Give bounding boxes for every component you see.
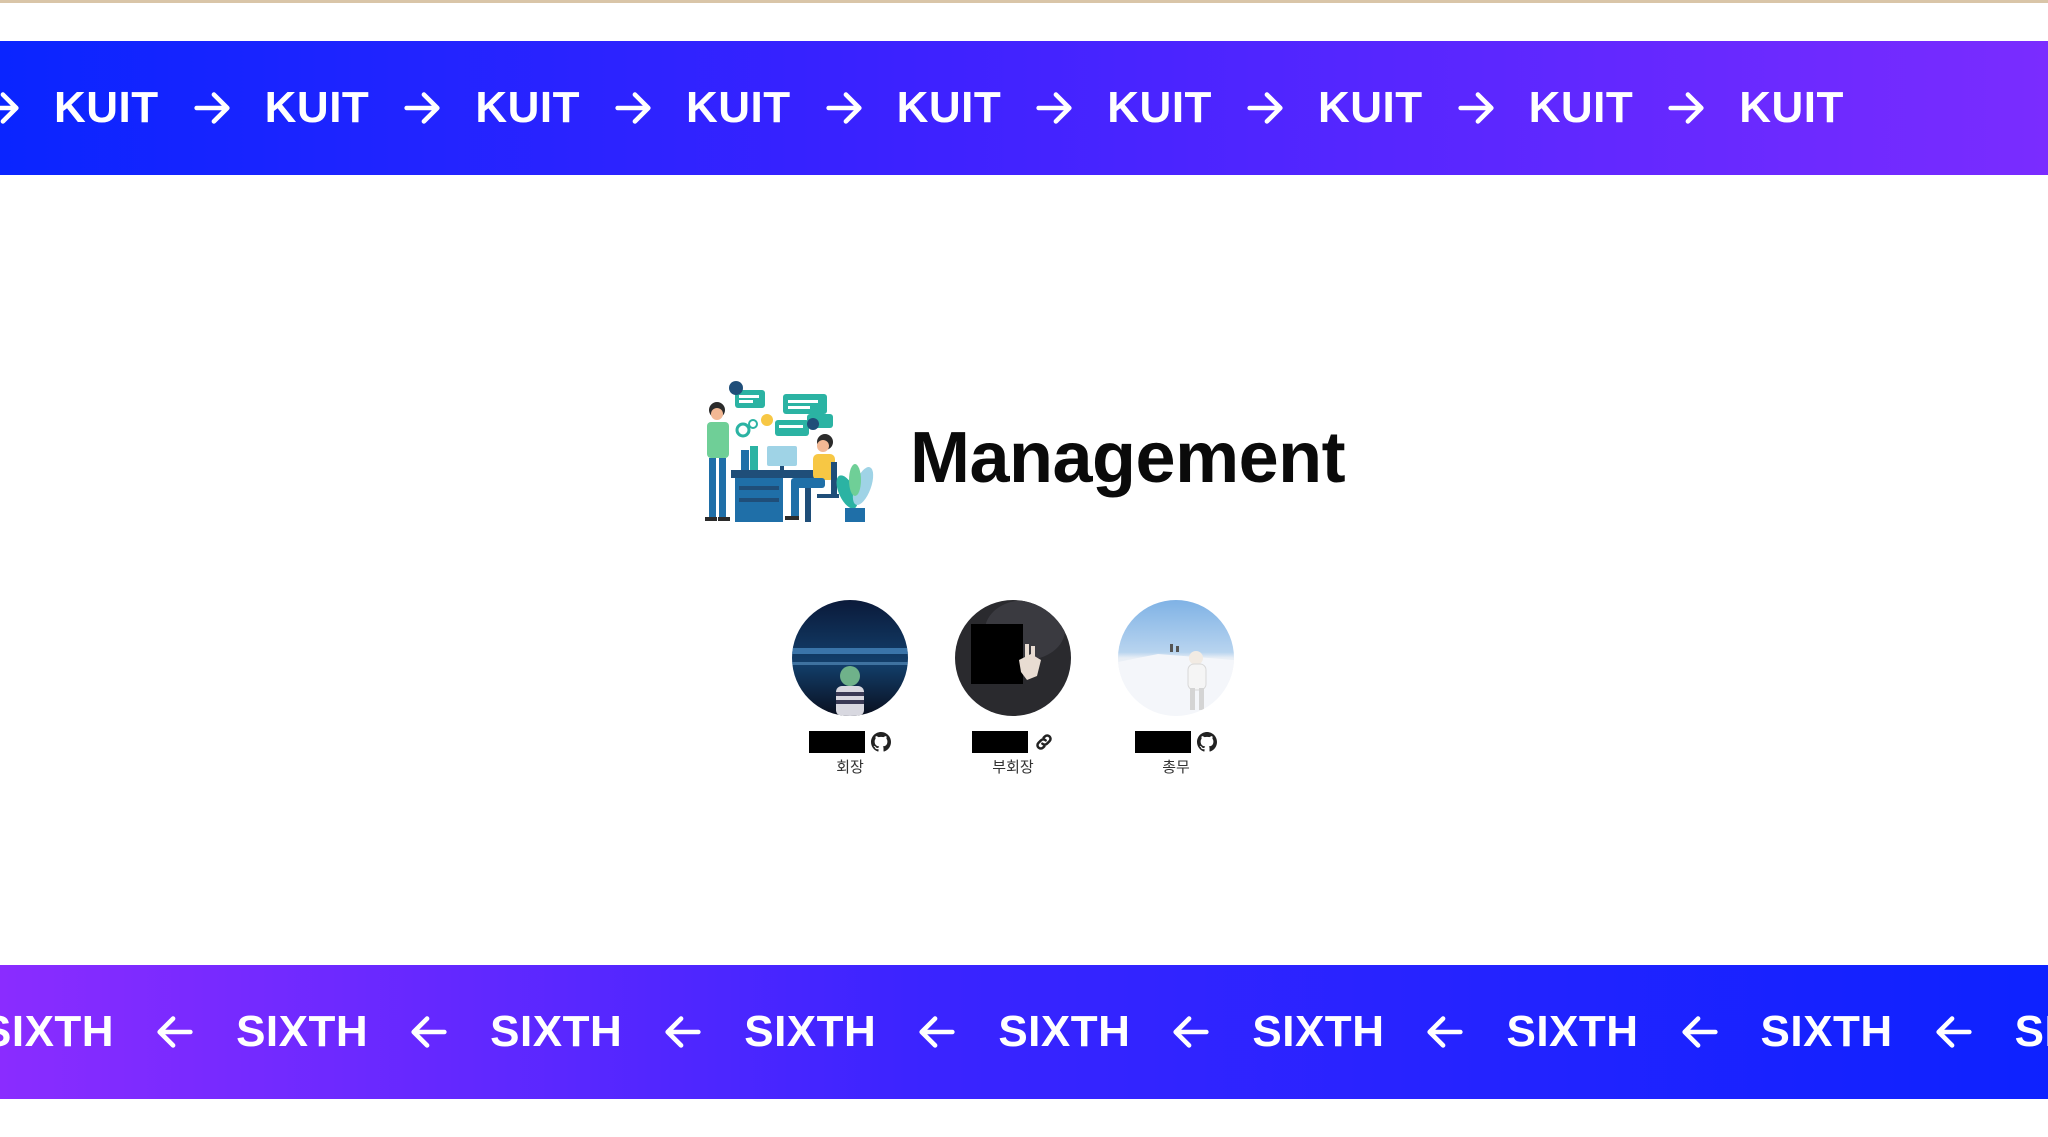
arrow-left-icon bbox=[1422, 1009, 1468, 1055]
arrow-left-icon bbox=[914, 1009, 960, 1055]
member-card: 총무 bbox=[1096, 600, 1256, 780]
marquee-word: SIXTH bbox=[2014, 1007, 2048, 1056]
marquee-word: KUIT bbox=[264, 83, 370, 132]
member-list: 회장 부회장 bbox=[770, 600, 1270, 780]
section-title: Management bbox=[910, 418, 1346, 498]
member-name-redacted bbox=[809, 731, 865, 753]
arrow-right-icon bbox=[189, 85, 235, 131]
marquee-top-banner: KUIT KUIT KUIT KUIT KUIT KUIT KUIT KUIT KUIT bbox=[0, 41, 2048, 175]
marquee-word: KUIT bbox=[475, 83, 580, 132]
arrow-left-icon bbox=[406, 1009, 452, 1055]
arrow-left-icon bbox=[1168, 1009, 1214, 1055]
arrow-right-icon bbox=[0, 85, 24, 131]
member-role: 총무 bbox=[1162, 758, 1190, 776]
member-name-row bbox=[1135, 730, 1217, 754]
marquee-word: KUIT bbox=[896, 83, 1002, 132]
github-icon[interactable] bbox=[1197, 732, 1217, 752]
member-role: 회장 bbox=[836, 758, 864, 776]
marquee-word: KUIT bbox=[1317, 83, 1423, 132]
arrow-right-icon bbox=[1663, 85, 1709, 131]
arrow-right-icon bbox=[399, 85, 445, 131]
member-name-row bbox=[809, 730, 891, 754]
arrow-left-icon bbox=[660, 1009, 706, 1055]
team-meeting-illustration bbox=[695, 380, 880, 540]
marquee-top-track: KUIT KUIT KUIT KUIT KUIT KUIT KUIT KUIT KUIT bbox=[0, 41, 1844, 175]
marquee-word: SIXTH bbox=[1760, 1007, 1893, 1056]
marquee-word: KUIT bbox=[1528, 83, 1634, 132]
marquee-bottom-banner: SIXTH SIXTH SIXTH SIXTH SIXTH SIXTH SIXTH SIXTH… bbox=[0, 965, 2048, 1099]
member-avatar[interactable] bbox=[792, 600, 908, 716]
marquee-word: SIXTH bbox=[1252, 1007, 1385, 1056]
window-top-edge bbox=[0, 0, 2048, 3]
marquee-word: SIXTH bbox=[490, 1007, 623, 1056]
arrow-right-icon bbox=[1453, 85, 1499, 131]
github-icon[interactable] bbox=[871, 732, 891, 752]
marquee-word: SIXTH bbox=[744, 1007, 877, 1056]
arrow-right-icon bbox=[821, 85, 867, 131]
member-name-redacted bbox=[1135, 731, 1191, 753]
member-name-redacted bbox=[972, 731, 1028, 753]
arrow-right-icon bbox=[1242, 85, 1288, 131]
marquee-word: SIXTH bbox=[1506, 1007, 1639, 1056]
marquee-word: SIXTH bbox=[236, 1007, 369, 1056]
marquee-word: KUIT bbox=[685, 83, 791, 132]
marquee-word: SIXTH bbox=[998, 1007, 1131, 1056]
member-card: 회장 bbox=[770, 600, 930, 780]
arrow-left-icon bbox=[1677, 1009, 1723, 1055]
arrow-right-icon bbox=[1031, 85, 1077, 131]
marquee-word: KUIT bbox=[54, 83, 159, 132]
member-role: 부회장 bbox=[992, 758, 1034, 776]
member-avatar[interactable] bbox=[1118, 600, 1234, 716]
member-name-row bbox=[972, 730, 1054, 754]
member-card: 부회장 bbox=[933, 600, 1093, 780]
arrow-left-icon bbox=[1931, 1009, 1977, 1055]
marquee-word: KUIT bbox=[1107, 83, 1212, 132]
marquee-word: SIXTH bbox=[0, 1007, 115, 1056]
link-icon[interactable] bbox=[1034, 732, 1054, 752]
arrow-right-icon bbox=[610, 85, 656, 131]
arrow-left-icon bbox=[152, 1009, 198, 1055]
member-avatar[interactable] bbox=[955, 600, 1071, 716]
marquee-bottom-track: SIXTH SIXTH SIXTH SIXTH SIXTH SIXTH SIXTH SIXTH… bbox=[0, 965, 2048, 1099]
marquee-word: KUIT bbox=[1739, 83, 1844, 132]
